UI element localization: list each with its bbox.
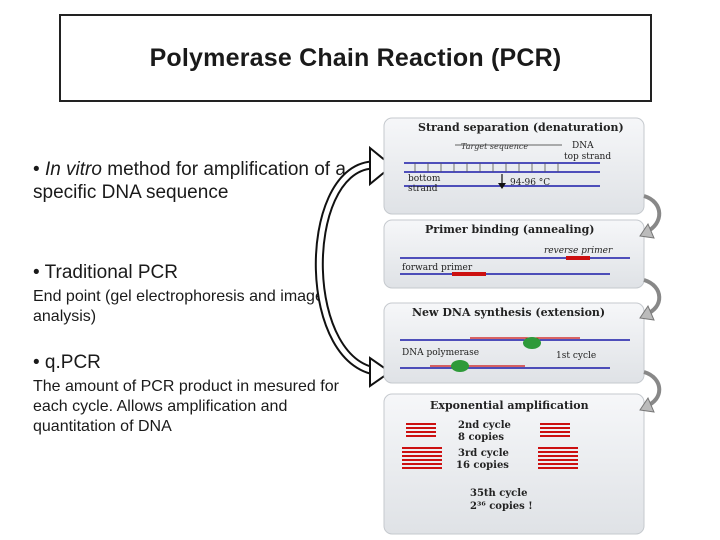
top-strand-label: top strand [564,152,611,162]
bullet-italic: In vitro [44,159,102,180]
slide-title: Polymerase Chain Reaction (PCR) [149,43,562,72]
bullet-traditional-pcr: • Traditional PCR [33,262,178,283]
cycle1-label: 1st cycle [556,351,596,361]
panel2-title: Primer binding (annealing) [425,223,594,236]
cycle2-label: 2nd cycle [458,420,511,431]
reverse-primer-label: reverse primer [544,246,613,256]
panel-exponential: Exponential amplification 2nd cycle 8 co… [383,393,645,535]
loop-arrow [314,145,394,388]
cycle-arrowheads [639,222,655,413]
panel-annealing: Primer binding (annealing) reverse prime… [383,219,645,289]
bullet-qpcr: • q.PCR [33,352,101,373]
bullet-marker: • [33,159,45,180]
copies16-label: 16 copies [456,460,509,471]
panel-extension: New DNA synthesis (extension) DNA polyme… [383,302,645,384]
title-box: Polymerase Chain Reaction (PCR) [59,14,652,102]
panel3-title: New DNA synthesis (extension) [412,306,605,319]
copies8-label: 8 copies [458,432,504,443]
cycle3-label: 3rd cycle [458,448,509,459]
dna-label: DNA [572,141,594,151]
forward-primer-label: forward primer [402,263,473,273]
cycle35-label: 35th cycle [470,488,527,499]
polymerase-label: DNA polymerase [402,348,479,358]
temp-label: 94-96 °C [510,178,550,188]
copies-8 [406,423,570,437]
panel1-title: Strand separation (denaturation) [418,121,624,134]
copies36-label: 2³⁶ copies ! [470,501,533,512]
bullet-rest: method for amplification of a specific D… [33,159,346,203]
bottom-label-2: strand [408,184,438,194]
bottom-label-1: bottom [408,174,441,184]
copies-16 [402,447,578,469]
panel-denaturation: Strand separation (denaturation) Target … [383,117,645,215]
target-label: Target sequence [461,142,528,151]
bullet-qpcr-detail: The amount of PCR product in mesured for… [33,378,339,435]
bullet-in-vitro: • In vitro method for amplification of a… [33,158,363,204]
bullet-traditional-pcr-detail: End point (gel electrophoresis and image… [33,288,324,325]
panel4-title: Exponential amplification [430,399,589,412]
